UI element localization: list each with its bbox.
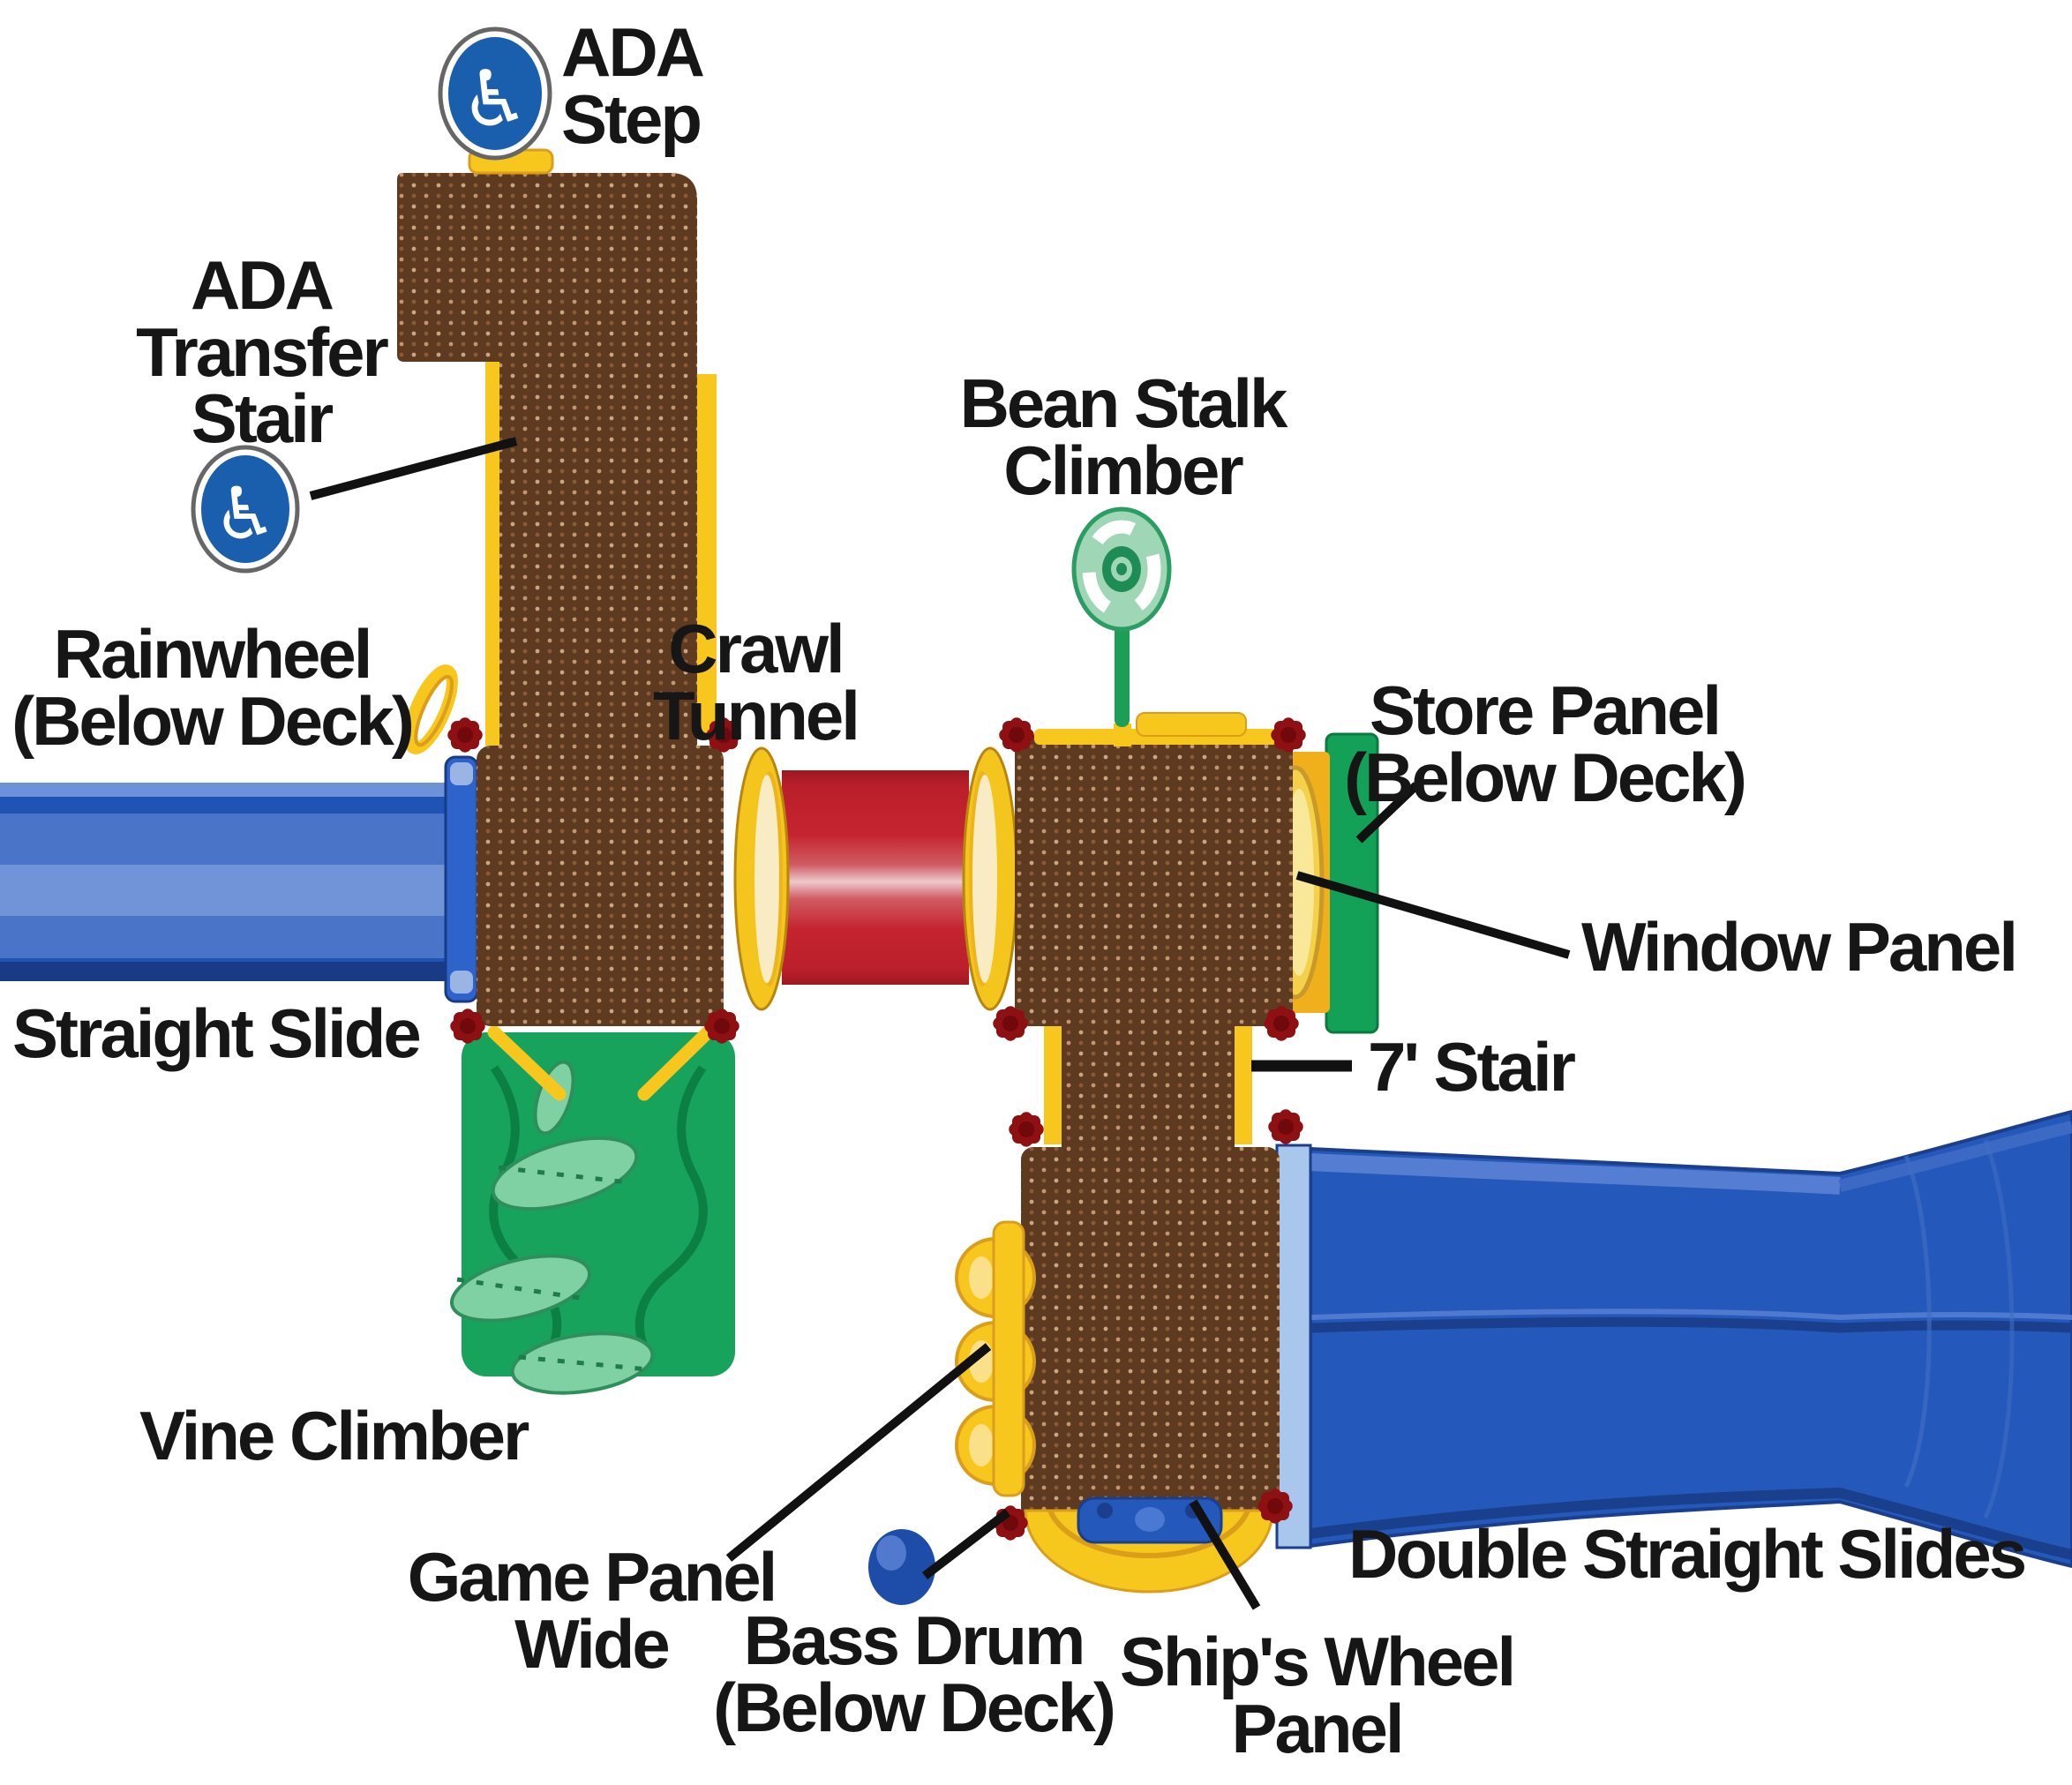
stair-rail-left	[1044, 1026, 1062, 1144]
label-line: ADA	[561, 13, 705, 91]
label-window-panel: Window Panel	[1581, 908, 2018, 986]
label-crawl-tunnel: Crawl Tunnel	[579, 610, 932, 754]
tunnel-ring-right	[962, 746, 1018, 1011]
label-line: Game Panel	[407, 1538, 778, 1616]
tunnel-ring-left	[733, 746, 790, 1011]
label-line: Rainwheel	[53, 615, 373, 693]
label-seven-ft-stair: 7' Stair	[1368, 1028, 1576, 1106]
straight-slide-end-cap	[444, 755, 479, 1003]
label-line: (Below Deck)	[11, 681, 415, 760]
label-line: Panel	[1231, 1689, 1404, 1767]
right-deck	[1015, 735, 1293, 1026]
bass-drum	[868, 1529, 935, 1605]
lower-deck	[1021, 1147, 1280, 1521]
label-straight-slide: Straight Slide	[12, 994, 422, 1072]
transfer-stair-rail-left	[485, 360, 499, 746]
leader-ada-transfer-stair	[309, 437, 518, 500]
label-bass-drum: Bass Drum (Below Deck)	[684, 1601, 1143, 1746]
stair-7ft	[1062, 1026, 1235, 1151]
transfer-stair-rail-right	[697, 374, 717, 736]
label-line: Straight Slide	[12, 994, 422, 1072]
label-rainwheel: Rainwheel (Below Deck)	[0, 615, 432, 760]
game-panel-wide	[955, 1220, 1036, 1497]
leader-ships-wheel	[1189, 1499, 1261, 1610]
label-line: ADA	[191, 246, 334, 324]
label-line: Wide	[514, 1604, 671, 1683]
crawl-tunnel	[733, 746, 1018, 1011]
straight-slide	[0, 755, 479, 1003]
label-line: Stair	[191, 379, 334, 458]
label-line: Bean Stalk	[959, 364, 1288, 442]
center-deck	[477, 746, 724, 1026]
label-line: (Below Deck)	[713, 1668, 1116, 1746]
label-line: 7' Stair	[1368, 1028, 1576, 1106]
label-ada-transfer-stair: ADA Transfer Stair	[41, 246, 482, 458]
bean-stalk-mount	[1136, 712, 1247, 737]
bean-stalk-climber	[1071, 506, 1172, 746]
stair-rail-right	[1235, 1026, 1252, 1144]
svg-text:♿: ♿	[213, 473, 278, 557]
label-line: Store Panel	[1369, 671, 1722, 749]
vine-climber-panel	[449, 1032, 735, 1395]
leader-lines	[309, 437, 1571, 1610]
accessibility-icon-step: ♿	[438, 26, 552, 161]
label-vine-climber: Vine Climber	[139, 1397, 529, 1474]
label-bean-stalk-climber: Bean Stalk Climber	[902, 364, 1343, 509]
label-ships-wheel-panel: Ship's Wheel Panel	[1105, 1623, 1528, 1767]
leader-bass-drum	[921, 1509, 1011, 1579]
label-line: Bass Drum	[743, 1601, 1086, 1679]
label-line: Ship's Wheel	[1119, 1623, 1516, 1700]
leader-game-panel	[725, 1343, 992, 1562]
double-slides-attach-strip	[1275, 1144, 1312, 1549]
label-line: Vine Climber	[139, 1397, 529, 1474]
label-line: Crawl	[668, 610, 845, 687]
leader-window-panel	[1295, 871, 1571, 959]
label-line: Step	[561, 79, 702, 158]
vine-strut-left	[487, 1025, 567, 1101]
label-game-panel-wide: Game Panel Wide	[397, 1538, 785, 1683]
label-line: Window Panel	[1581, 908, 2018, 986]
accessibility-icon-transfer: ♿	[191, 445, 300, 574]
label-ada-step: ADA Step	[561, 13, 705, 158]
label-double-straight-slides: Double Straight Slides	[1348, 1515, 2027, 1593]
svg-text:♿: ♿	[461, 54, 530, 145]
label-line: Tunnel	[653, 676, 860, 754]
label-line: (Below Deck)	[1344, 738, 1747, 816]
vine-strut-right	[637, 1025, 715, 1101]
label-store-panel: Store Panel (Below Deck)	[1306, 671, 1783, 816]
leader-store-panel	[1355, 782, 1420, 844]
label-line: Double Straight Slides	[1348, 1515, 2027, 1593]
label-line: Transfer	[136, 312, 389, 391]
double-straight-slides	[1275, 1109, 2072, 1569]
label-line: Climber	[1003, 431, 1243, 509]
rainwheel	[403, 664, 458, 754]
